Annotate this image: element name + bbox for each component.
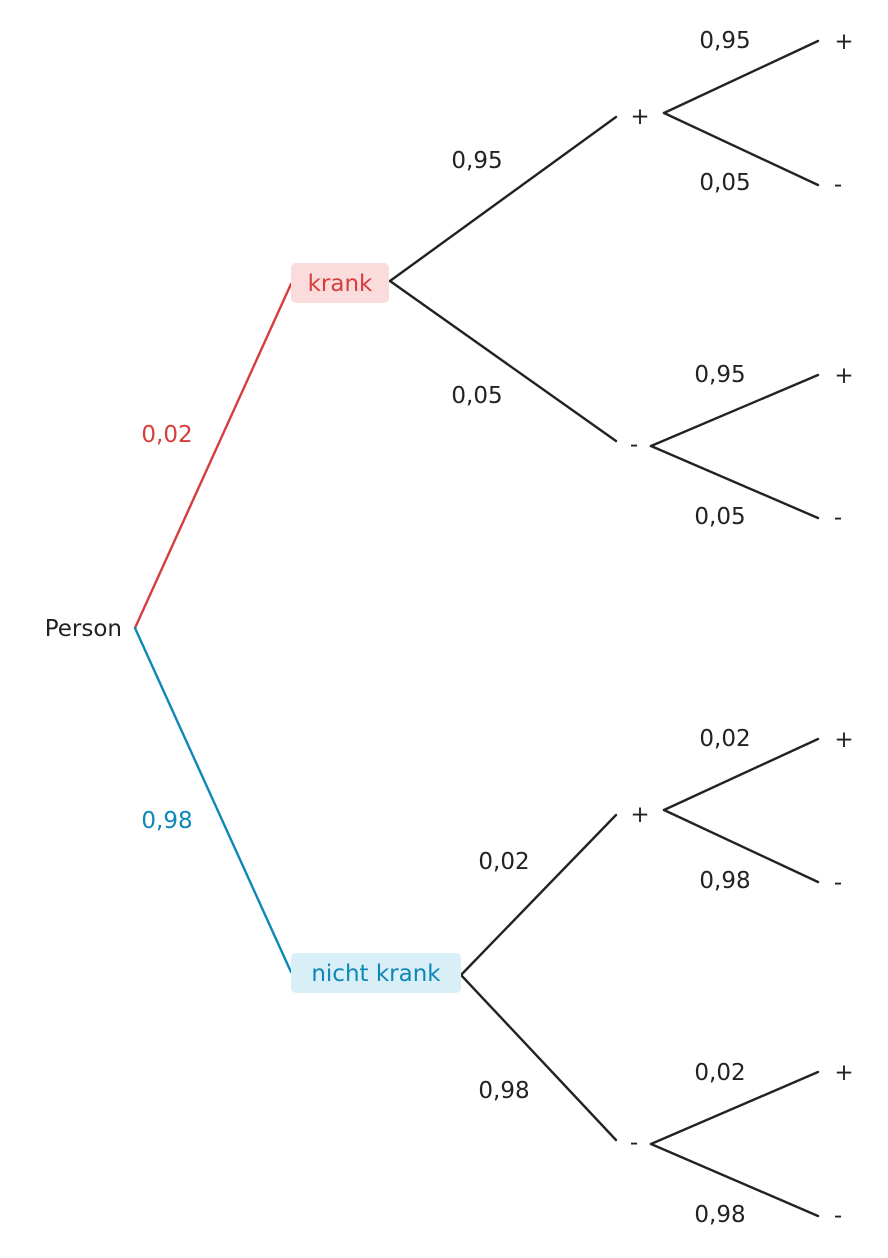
nicht-krank-node-bg — [291, 953, 461, 993]
prob-nicht-krank-pos: 0,02 — [478, 849, 529, 875]
prob-nicht-krank-neg-pos: 0,02 — [694, 1060, 745, 1086]
prob-nicht-krank-neg-neg: 0,98 — [694, 1202, 745, 1228]
krank-node-label: krank — [308, 271, 373, 297]
leaf-nicht-krank-pos-neg: - — [834, 870, 842, 896]
edge-person-nicht-krank — [133, 626, 293, 974]
edge-krank-pos — [388, 115, 618, 283]
leaf-krank-neg-neg: - — [834, 505, 842, 531]
edge-krank-neg-pos — [649, 373, 820, 448]
prob-nicht-krank: 0,98 — [141, 808, 192, 834]
prob-krank-neg-pos: 0,95 — [694, 362, 745, 388]
edge-krank-neg-neg — [649, 444, 820, 520]
edge-nicht-krank-neg — [459, 973, 618, 1142]
nicht-krank-node-label: nicht krank — [311, 961, 441, 987]
prob-krank-neg-neg: 0,05 — [694, 504, 745, 530]
edge-krank-neg — [388, 279, 618, 443]
node-krank-neg: - — [630, 432, 638, 458]
prob-krank-pos: 0,95 — [451, 148, 502, 174]
edge-nicht-krank-pos-neg — [662, 808, 820, 884]
node-krank-pos: + — [630, 104, 649, 130]
edge-krank-pos-neg — [662, 111, 820, 187]
krank-node-bg — [291, 263, 389, 303]
leaf-krank-neg-pos: + — [834, 363, 853, 389]
edge-nicht-krank-pos — [459, 813, 618, 977]
leaf-krank-pos-pos: + — [834, 29, 853, 55]
edge-nicht-krank-pos-pos — [662, 737, 820, 812]
node-nicht-krank-neg: - — [630, 1130, 638, 1156]
edge-nicht-krank-neg-pos — [649, 1070, 820, 1146]
node-nicht-krank-pos: + — [630, 802, 649, 828]
edge-person-krank — [133, 282, 293, 630]
prob-krank: 0,02 — [141, 422, 192, 448]
prob-krank-pos-neg: 0,05 — [699, 170, 750, 196]
leaf-nicht-krank-neg-neg: - — [834, 1203, 842, 1229]
prob-krank-pos-pos: 0,95 — [699, 28, 750, 54]
leaf-nicht-krank-pos-pos: + — [834, 727, 853, 753]
edge-krank-pos-pos — [662, 39, 820, 115]
leaf-nicht-krank-neg-pos: + — [834, 1060, 853, 1086]
prob-nicht-krank-pos-pos: 0,02 — [699, 726, 750, 752]
root-label: Person — [45, 616, 122, 642]
prob-krank-neg: 0,05 — [451, 383, 502, 409]
leaf-krank-pos-neg: - — [834, 172, 842, 198]
prob-nicht-krank-neg: 0,98 — [478, 1078, 529, 1104]
edge-nicht-krank-neg-neg — [649, 1142, 820, 1218]
prob-nicht-krank-pos-neg: 0,98 — [699, 868, 750, 894]
